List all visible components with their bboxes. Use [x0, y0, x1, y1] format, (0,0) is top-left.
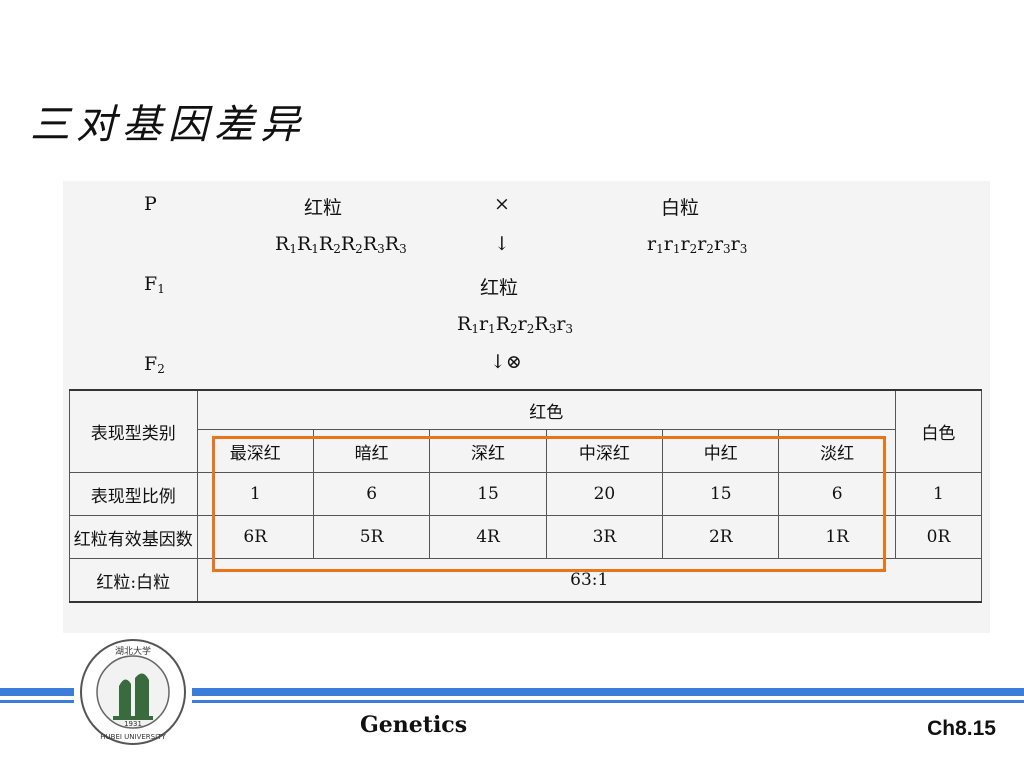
category-cell: 最深红: [196, 429, 314, 473]
f2-label: F2: [144, 353, 165, 376]
red-white-ratio-cell: 63:1: [196, 558, 983, 603]
p-male-genotype: r1r1r2r2r3r3: [647, 233, 748, 256]
slide-title: 三对基因差异: [30, 102, 306, 148]
ratio-cell: 6: [312, 472, 431, 516]
footer-course-title: Genetics: [360, 712, 468, 738]
phenotype-table: 表现型类别 红色 白色 最深红 暗红 深红 中深红 中红 淡红 表现型比例 1 …: [69, 389, 983, 603]
f1-phenotype: 红粒: [480, 277, 519, 299]
genes-cell: 4R: [429, 515, 547, 559]
logo-year: 1931: [124, 720, 142, 728]
footer-rule-right-thin: [192, 700, 1024, 703]
row-label-category: 表现型类别: [69, 389, 198, 473]
university-logo: 1931 湖北大学 HUBEI UNIVERSITY: [80, 639, 186, 745]
cross-symbol: ×: [494, 193, 510, 215]
footer-rule-left-thick: [0, 688, 74, 696]
genes-cell: 2R: [662, 515, 780, 559]
p-female-phenotype: 红粒: [304, 197, 343, 219]
cross-scheme: P 红粒 × 白粒 R1R1R2R2R3R3 ↓ r1r1r2r2r3r3 F1…: [63, 181, 990, 381]
row-label-ratio: 表现型比例: [69, 472, 198, 516]
p-label: P: [144, 193, 157, 215]
genes-cell: 5R: [312, 515, 431, 559]
ratio-cell: 15: [429, 472, 547, 516]
genes-cell: 6R: [196, 515, 314, 559]
row-label-genes: 红粒有效基因数: [69, 515, 198, 559]
footer-rule-right-thick: [192, 688, 1024, 696]
footer-slide-number: Ch8.15: [927, 717, 996, 740]
logo-top-text: 湖北大学: [115, 645, 151, 657]
genes-cell: 1R: [778, 515, 896, 559]
p-female-genotype: R1R1R2R2R3R3: [275, 233, 407, 256]
ratio-cell: 1: [196, 472, 314, 516]
p-male-phenotype: 白粒: [661, 197, 700, 219]
genes-cell: 3R: [545, 515, 664, 559]
white-genes-cell: 0R: [894, 515, 983, 559]
f1-label: F1: [144, 273, 165, 296]
row-label-red-white: 红粒:白粒: [69, 558, 198, 603]
arrow-down-icon: ↓: [494, 233, 510, 255]
footer-rule-left-thin: [0, 700, 74, 703]
ratio-cell: 20: [545, 472, 664, 516]
white-ratio-cell: 1: [894, 472, 983, 516]
ratio-cell: 6: [778, 472, 896, 516]
selfing-arrow-icon: ↓⊗: [490, 351, 522, 373]
category-cell: 深红: [429, 429, 547, 473]
f1-genotype: R1r1R2r2R3r3: [457, 313, 574, 336]
category-cell: 中红: [662, 429, 780, 473]
white-header: 白色: [894, 389, 983, 473]
category-cell: 淡红: [778, 429, 896, 473]
red-group-header: 红色: [196, 389, 896, 430]
category-cell: 中深红: [545, 429, 664, 473]
genetics-figure: P 红粒 × 白粒 R1R1R2R2R3R3 ↓ r1r1r2r2r3r3 F1…: [63, 181, 990, 633]
ratio-cell: 15: [662, 472, 780, 516]
category-cell: 暗红: [312, 429, 431, 473]
logo-bottom-text: HUBEI UNIVERSITY: [100, 733, 166, 741]
